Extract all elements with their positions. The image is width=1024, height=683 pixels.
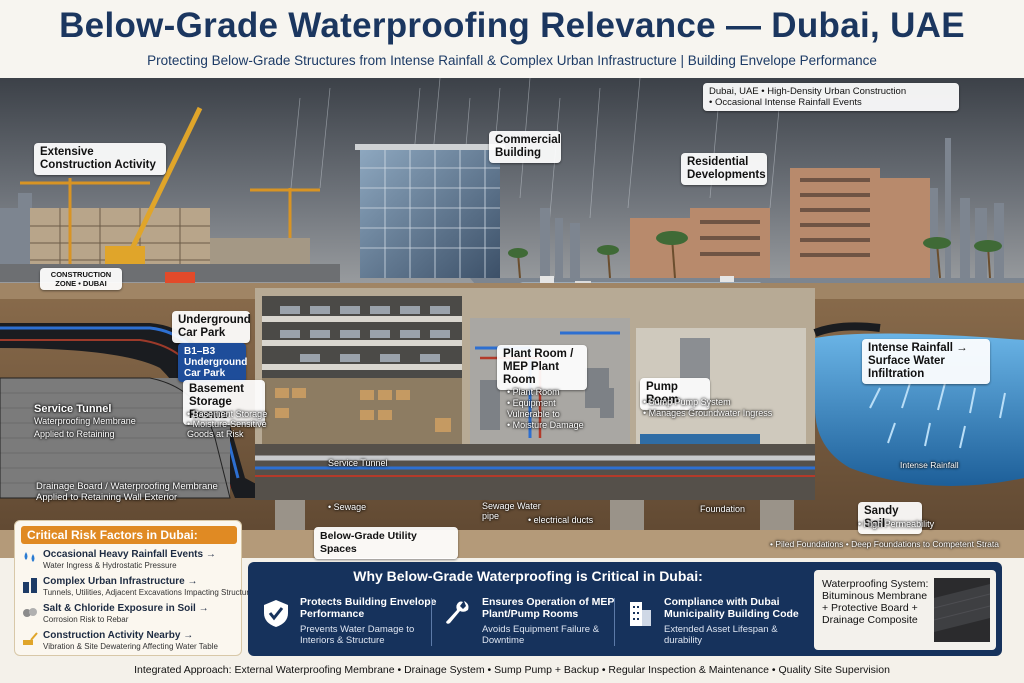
- shield-check-icon: [264, 600, 288, 627]
- construction-site: [0, 106, 340, 284]
- label-storage: Basement Storage Rooms: [183, 380, 265, 425]
- risk-item-sub: Tunnels, Utilities, Adjacent Excavations…: [43, 588, 254, 597]
- infiltration-arrows: [869, 382, 1006, 449]
- service-tunnel-note: Waterproofing Membrane Applied to Retain…: [34, 416, 136, 439]
- why-item-sub: Prevents Water Damage to Interiors & Str…: [300, 624, 415, 646]
- location-badge: Dubai, UAE • High-Density Urban Construc…: [703, 83, 959, 111]
- sandy-soil-note: • High Permeability: [858, 519, 935, 529]
- risk-item-title: Construction Activity Nearby →: [43, 630, 194, 641]
- why-item-title: Ensures Operation of MEP Plant/Pump Room…: [482, 596, 615, 620]
- residential-buildings: [630, 168, 930, 278]
- label-pump-room: Pump Room: [640, 378, 710, 410]
- tunnel-small: Service Tunnel: [328, 458, 388, 468]
- risk-item-sub: Water Ingress & Hydrostatic Pressure: [43, 561, 177, 570]
- excavator-icon: [23, 632, 38, 645]
- why-item-sub: Avoids Equipment Failure & Downtime: [482, 624, 600, 646]
- soil-icon: [23, 608, 37, 617]
- pump-notes: • Sump Pump System • Manages Groundwater…: [643, 397, 773, 418]
- parked-cars: [280, 306, 450, 362]
- label-residential: Residential Developments: [681, 153, 767, 185]
- why-critical-panel: Why Below-Grade Waterproofing is Critica…: [248, 562, 1002, 656]
- plant-notes: • Plant Room • Equipment Vulnerable to •…: [507, 387, 584, 430]
- label-commercial: Commercial Building: [489, 131, 561, 163]
- wrench-icon: [446, 601, 469, 624]
- risk-item-title: Salt & Chloride Exposure in Soil →: [43, 603, 209, 614]
- crane-boom: [127, 106, 203, 255]
- risk-item-title: Occasional Heavy Rainfall Events →: [43, 549, 216, 560]
- office-building-icon: [630, 602, 651, 626]
- label-drainage: Drainage Board / Waterproofing Membrane …: [36, 481, 218, 503]
- footer-approach: Integrated Approach: External Waterproof…: [0, 660, 1024, 683]
- why-item: Protects Building Envelope Performance P…: [262, 594, 437, 652]
- car-park-level-tag: B1–B3 Underground Car Park: [178, 343, 247, 382]
- location-line-1: Dubai, UAE • High-Density Urban Construc…: [709, 86, 907, 97]
- foundation-label: Foundation: [700, 504, 746, 514]
- commercial-building: [355, 144, 505, 278]
- header: Below-Grade Waterproofing Relevance — Du…: [0, 0, 1024, 78]
- page-subtitle: Protecting Below-Grade Structures from I…: [147, 53, 877, 68]
- intense-rainfall-small: Intense Rainfall: [900, 460, 959, 470]
- ducts-label: • electrical ducts: [528, 515, 594, 525]
- risk-item-sub: Corrosion Risk to Rebar: [43, 615, 129, 624]
- why-item-title: Protects Building Envelope Performance: [300, 596, 437, 620]
- label-construction: Extensive Construction Activity: [34, 143, 166, 175]
- divider: [614, 598, 615, 646]
- page-title: Below-Grade Waterproofing Relevance — Du…: [59, 6, 965, 45]
- why-item-title: Compliance with Dubai Municipality Build…: [664, 596, 799, 620]
- waterproofing-system-box: Waterproofing System: Bituminous Membran…: [814, 570, 996, 650]
- risk-factors-panel: Critical Risk Factors in Dubai: Occasion…: [14, 520, 253, 656]
- label-plant-room: Plant Room / MEP Plant Room: [497, 345, 587, 390]
- service-tunnel-title: Service Tunnel: [34, 403, 112, 415]
- label-sandy-soil: Sandy Soil: [858, 502, 922, 534]
- buildings-icon: [23, 578, 37, 593]
- rain-drops-icon: [24, 552, 35, 562]
- why-item-sub: Extended Asset Lifespan & durability: [664, 624, 778, 646]
- risk-title: Critical Risk Factors in Dubai:: [21, 526, 237, 544]
- label-service-tunnel: Service Tunnel Waterproofing Membrane Ap…: [34, 403, 154, 441]
- why-item: Ensures Operation of MEP Plant/Pump Room…: [444, 594, 614, 652]
- label-car-park: Underground Car Park: [172, 311, 251, 343]
- risk-item-sub: Vibration & Site Dewatering Affecting Wa…: [43, 642, 218, 651]
- risk-item-title: Complex Urban Infrastructure →: [43, 576, 198, 587]
- why-title: Why Below-Grade Waterproofing is Critica…: [353, 568, 703, 584]
- label-rainfall: Intense Rainfall → Surface Water Infiltr…: [862, 339, 990, 384]
- storage-title: Basement Storage Rooms: [189, 383, 244, 421]
- sewage-pipe-label: Sewage Water pipe: [482, 501, 541, 521]
- piled-foundations-note: • Piled Foundations • Deep Foundations t…: [770, 539, 999, 549]
- label-utility-spaces: Below-Grade Utility Spaces: [314, 527, 458, 559]
- membrane-sample-image: [934, 578, 990, 642]
- waterproofing-system-text: Waterproofing System: Bituminous Membran…: [822, 578, 929, 626]
- utility-level: [255, 444, 815, 500]
- construction-zone-sign: CONSTRUCTION ZONE • DUBAI: [40, 268, 122, 290]
- storage-notes: • Basement Storage • Moisture-Sensitive …: [187, 409, 268, 439]
- sewage-label: • Sewage: [328, 502, 367, 512]
- divider: [431, 598, 432, 646]
- location-line-2: • Occasional Intense Rainfall Events: [709, 97, 862, 108]
- why-item: Compliance with Dubai Municipality Build…: [626, 594, 799, 652]
